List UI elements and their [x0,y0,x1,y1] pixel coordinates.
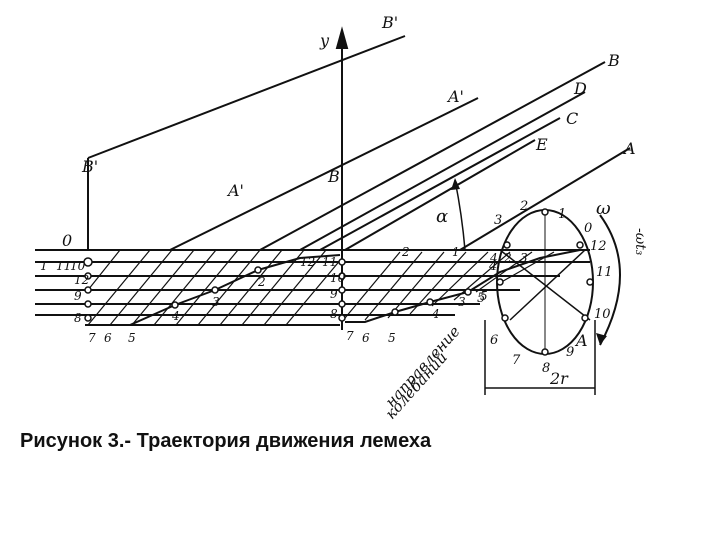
circle-label: 12 [590,239,607,254]
alpha-arrow [451,178,460,190]
left-point-label: 12 [74,273,89,287]
circle-label: 10 [594,307,611,322]
line-d [299,91,586,251]
label-a-circle: A [574,331,588,350]
point-markers [83,208,594,356]
label-b-prime-top: B' [381,13,398,32]
label-y-axis: y [319,31,330,50]
label-a-prime-low: A' [226,181,244,200]
label-b-right: B [607,51,620,70]
circle-label: 5 [477,291,485,306]
inclined-lines [87,35,631,251]
mid-point-label: 6 [362,331,370,345]
mid-point-label: 8 [330,307,338,321]
inner-point-label: 2 [503,251,512,265]
hatching-left [87,249,343,326]
label-omega: ω [596,198,611,219]
mid-point-label: 9 [330,287,338,301]
label-e-right: E [535,135,548,154]
label-omega-t: -ωt₃ [632,228,648,256]
label-a-prime-mid: A' [446,87,464,106]
left-point-label: 7 [88,331,96,345]
line-b [259,61,606,251]
mid-point-label: 10 [330,271,346,285]
inner-point-label: 3 [520,251,528,265]
mid-point-label: 7 [346,329,354,343]
label-b-mid: B [327,167,340,186]
label-a-right: A [622,139,636,158]
label-c-right: C [566,109,578,128]
line-c [319,117,561,251]
circle-point-labels: 0 1 2 3 4 5 6 7 8 9 10 11 12 [477,199,613,376]
hatching-right [344,251,555,321]
left-row-label: 4 [171,309,180,323]
circle-label: 6 [490,333,498,348]
mid-row-label: 2 [401,245,410,259]
mid-column-labels: 12 11 10 9 8 7 6 5 4 3 2 1 [300,245,466,345]
circle-label: 2 [519,199,528,214]
circle-label: 0 [584,221,592,236]
diagram-labels: y B' B' A' A' B B D C E A A α 0 ω -ωt₃ 2… [62,13,648,388]
omega-arc [599,214,621,346]
inner-point-label: 5 [480,289,488,303]
line-b-prime [87,35,406,159]
two-r-dimension [484,320,596,395]
mid-point-label: 5 [388,331,396,345]
alpha-arc [454,179,466,251]
line-e [344,139,536,251]
circle-label: 9 [566,345,574,360]
figure-caption: Рисунок 3.- Траектория движения лемеха [20,430,432,452]
soil-tool-trajectory-diagram: y B' B' A' A' B B D C E A A α 0 ω -ωt₃ 2… [35,13,648,420]
mid-row-label: 4 [431,307,440,321]
omega-arrow [596,333,607,345]
label-b-prime-left: B' [81,157,98,176]
label-d-right: D [573,79,587,98]
circle-label: 8 [542,361,550,376]
left-point-label: 10 [70,259,86,273]
mid-row-label: 3 [458,295,466,309]
circle-label: 4 [488,259,497,274]
left-point-label: 6 [104,331,112,345]
left-point-label: 11 [56,259,71,273]
left-point-label: 8 [74,311,82,325]
line-a [459,147,631,251]
right-inner-labels: 4 2 3 5 [480,251,528,303]
mid-point-label: 12 [300,255,315,269]
label-alpha: α [436,206,448,227]
label-two-r: 2r [549,369,569,388]
left-row-label: 2 [257,275,266,289]
left-column-labels: 1 11 10 12 9 8 7 6 5 2 3 4 [40,259,266,345]
line-a-prime [169,97,479,251]
left-point-label: 9 [74,289,82,303]
inner-point-label: 4 [489,251,498,265]
mid-point-label: 11 [322,255,337,269]
circle-label: 7 [512,353,521,368]
left-row-label: 3 [212,295,220,309]
y-axis [335,26,349,330]
left-point-label: 5 [128,331,136,345]
circle-label: 1 [558,207,566,222]
left-point-label: 1 [40,259,48,273]
circle-label: 3 [494,213,502,228]
horizontal-lines [35,249,590,326]
circle-label: 11 [596,265,613,280]
mid-row-label: 1 [452,245,460,259]
label-origin: 0 [62,231,72,250]
